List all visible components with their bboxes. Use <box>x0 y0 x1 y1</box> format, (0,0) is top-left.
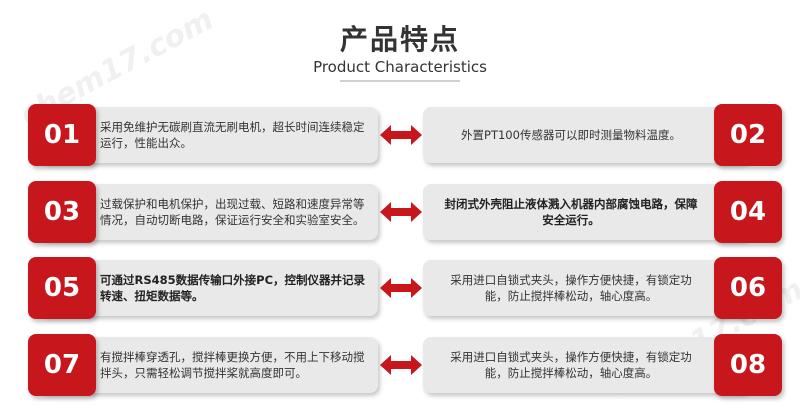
page-title: 产品特点 <box>339 23 460 56</box>
feature-number-02: 02 <box>714 104 782 166</box>
feature-row: 采用免维护无碳刷直流无刷电机，超长时间连续稳定运行，性能出众。 01 外置PT1… <box>0 104 800 166</box>
double-arrow-icon <box>380 202 422 222</box>
feature-number-08: 08 <box>714 334 782 396</box>
feature-number-04: 04 <box>714 181 782 243</box>
feature-card-08: 采用进口自锁式夹头，操作方便快捷，有锁定功能，防止搅拌棒松动，轴心度高。 <box>423 337 749 393</box>
feature-card-07: 有搅拌棒穿透孔，搅拌棒更换方便，不用上下移动搅拌头，只需轻松调节搅拌桨就高度即可… <box>40 337 378 393</box>
page-subtitle: Product Characteristics <box>313 58 487 76</box>
title-divider <box>340 80 460 82</box>
double-arrow-icon <box>380 278 422 298</box>
feature-row: 过载保护和电机保护，出现过载、短路和速度异常等情况，自动切断电路，保证运行安全和… <box>0 181 800 243</box>
feature-number-03: 03 <box>28 181 96 243</box>
feature-card-03: 过载保护和电机保护，出现过载、短路和速度异常等情况，自动切断电路，保证运行安全和… <box>40 184 378 240</box>
feature-number-06: 06 <box>714 257 782 319</box>
feature-row: 可通过RS485数据传输口外接PC，控制仪器并记录转速、扭矩数据等。 05 采用… <box>0 257 800 319</box>
feature-number-07: 07 <box>28 334 96 396</box>
feature-row: 有搅拌棒穿透孔，搅拌棒更换方便，不用上下移动搅拌头，只需轻松调节搅拌桨就高度即可… <box>0 334 800 396</box>
feature-number-01: 01 <box>28 104 96 166</box>
feature-card-05: 可通过RS485数据传输口外接PC，控制仪器并记录转速、扭矩数据等。 <box>40 260 378 316</box>
feature-card-01: 采用免维护无碳刷直流无刷电机，超长时间连续稳定运行，性能出众。 <box>40 107 378 163</box>
feature-card-06: 采用进口自锁式夹头，操作方便快捷，有锁定功能，防止搅拌棒松动，轴心度高。 <box>423 260 749 316</box>
feature-card-02: 外置PT100传感器可以即时测量物料温度。 <box>423 107 749 163</box>
feature-number-05: 05 <box>28 257 96 319</box>
double-arrow-icon <box>380 125 422 145</box>
double-arrow-icon <box>380 355 422 375</box>
feature-card-04: 封闭式外壳阻止液体溅入机器内部腐蚀电路，保障安全运行。 <box>423 184 749 240</box>
